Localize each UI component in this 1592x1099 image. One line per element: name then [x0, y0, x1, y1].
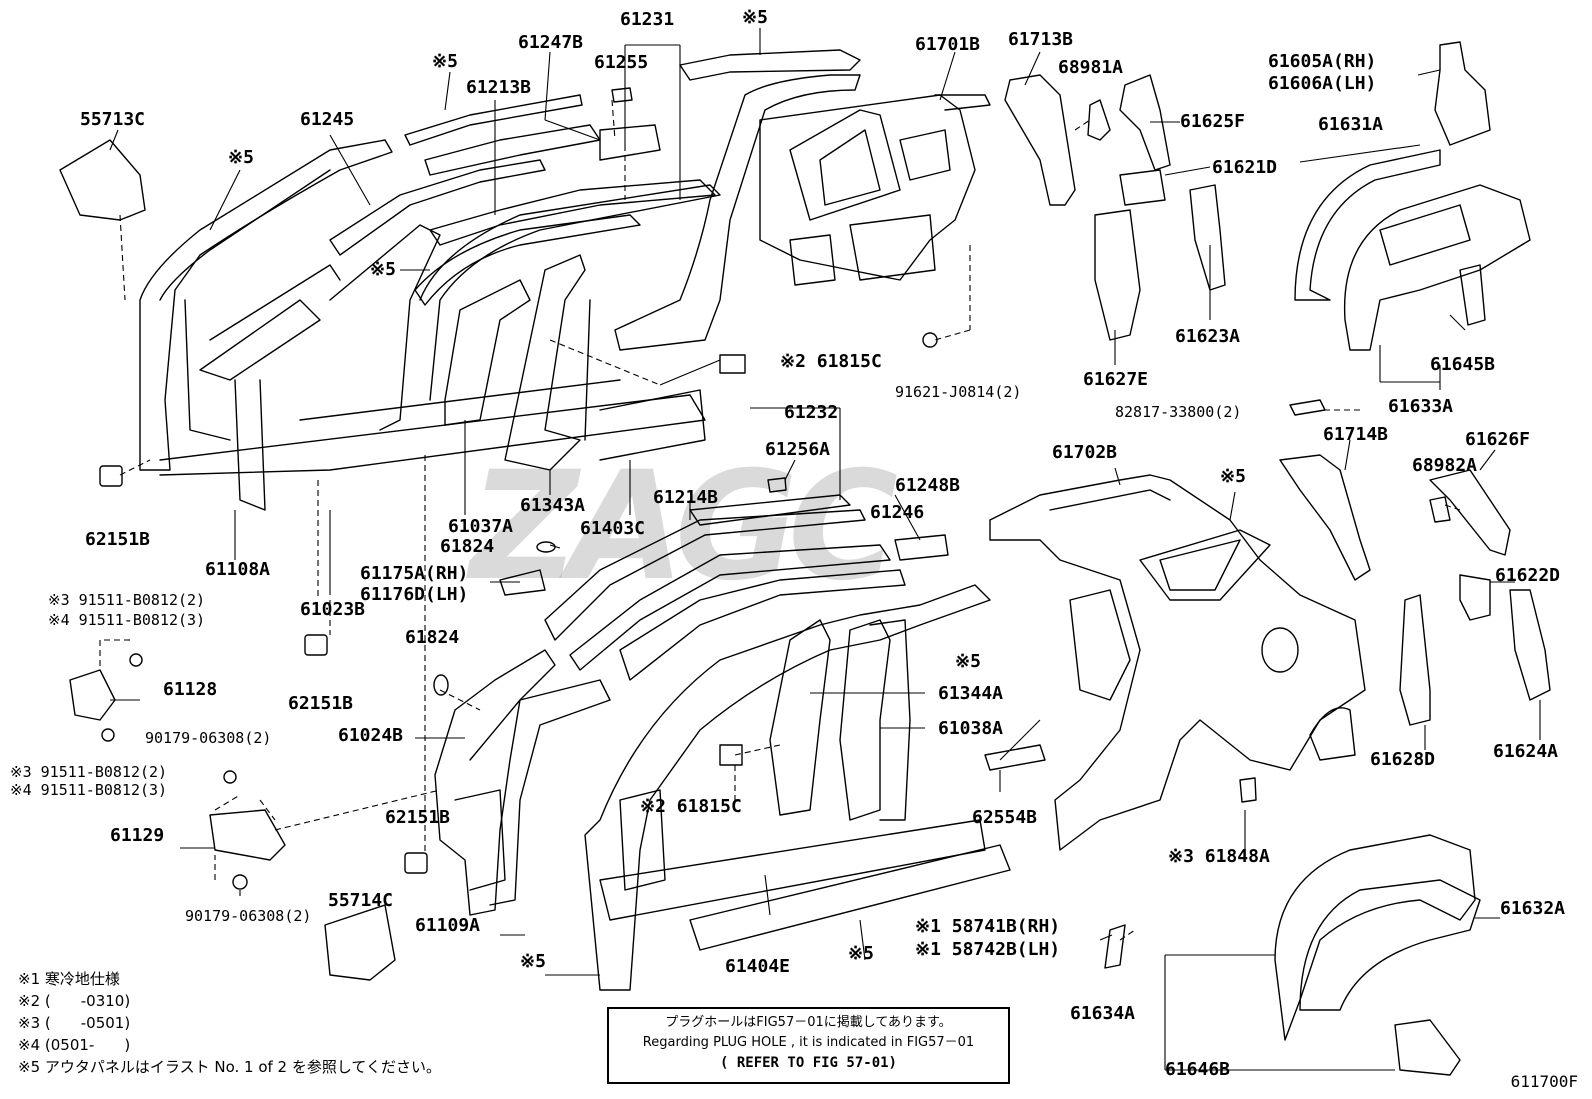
part-label[interactable]: 61232: [784, 402, 839, 423]
part-label[interactable]: 61246: [870, 502, 925, 523]
part-label[interactable]: 91621-J0814(2): [895, 383, 1022, 401]
part-label[interactable]: 61343A: [520, 495, 586, 516]
part-label[interactable]: 61037A: [448, 516, 514, 537]
part-label[interactable]: 61713B: [1008, 29, 1074, 50]
side-member-61214B: [544, 509, 866, 641]
part-label[interactable]: 61175A(RH): [360, 563, 469, 584]
part-label[interactable]: 61024B: [338, 725, 404, 746]
part-label[interactable]: 61023B: [300, 599, 366, 620]
part-label[interactable]: 68981A: [1058, 57, 1124, 78]
part-label[interactable]: 61622D: [1495, 565, 1561, 586]
note-marker: ※5: [848, 943, 874, 964]
reference-box: プラグホールはFIG57－01に掲載してあります。 Regarding PLUG…: [607, 1007, 1010, 1084]
quarter-frame-61702B: [989, 474, 1366, 851]
part-label[interactable]: ※4 91511-B0812(3): [48, 611, 206, 629]
part-label[interactable]: 61633A: [1388, 396, 1454, 417]
note-marker: ※5: [370, 259, 396, 280]
part-label[interactable]: 90179-06308(2): [145, 729, 272, 747]
footnote: ※1 寒冷地仕様: [18, 970, 120, 988]
part-label[interactable]: 62554B: [972, 807, 1038, 828]
part-label[interactable]: 62151B: [85, 529, 151, 550]
part-label[interactable]: 82817-33800(2): [1115, 403, 1242, 421]
note-marker: ※5: [228, 147, 254, 168]
part-label[interactable]: 61255: [594, 52, 649, 73]
footnote: ※3 ( -0501): [18, 1014, 131, 1032]
front-pillar-61024B: [434, 649, 556, 916]
note-marker: ※5: [520, 951, 546, 972]
part-label[interactable]: ※4 91511-B0812(3): [10, 781, 168, 799]
upper-side-frame-outline: [139, 139, 393, 471]
watermark: ZAGC: [470, 440, 898, 614]
part-label[interactable]: 61129: [110, 825, 165, 846]
part-label[interactable]: 61627E: [1083, 369, 1149, 390]
roof-rail-61247B: [404, 94, 583, 146]
part-label[interactable]: 61632A: [1500, 898, 1566, 919]
part-label[interactable]: 61256A: [765, 439, 831, 460]
footnote: ※4 (0501- ): [18, 1036, 131, 1054]
part-label[interactable]: 61109A: [415, 915, 481, 936]
part-label[interactable]: 61213B: [466, 77, 532, 98]
part-label[interactable]: 61628D: [1370, 749, 1436, 770]
part-label[interactable]: 55713C: [80, 109, 146, 130]
part-label[interactable]: 61624A: [1493, 741, 1559, 762]
wheel-house-61632A: [1274, 834, 1476, 1041]
roof-rail-61245: [329, 159, 546, 256]
part-label[interactable]: 61248B: [895, 475, 961, 496]
part-label[interactable]: 61631A: [1318, 114, 1384, 135]
part-label[interactable]: 61344A: [938, 683, 1004, 704]
part-label[interactable]: 61625F: [1180, 111, 1246, 132]
part-label[interactable]: 61247B: [518, 32, 584, 53]
part-label[interactable]: ※1 58742B(LH): [915, 939, 1061, 960]
note-marker: ※5: [742, 7, 768, 28]
part-label[interactable]: ※2 61815C: [780, 351, 882, 372]
figure-number: 611700F: [1510, 1072, 1578, 1091]
part-label[interactable]: 61605A(RH): [1268, 51, 1377, 72]
part-label[interactable]: 61108A: [205, 559, 271, 580]
part-label[interactable]: 55714C: [328, 890, 394, 911]
part-label[interactable]: 62151B: [288, 693, 354, 714]
part-label[interactable]: ※3 91511-B0812(2): [48, 591, 206, 609]
part-label[interactable]: 61245: [300, 109, 355, 130]
part-label[interactable]: ※3 61848A: [1168, 846, 1270, 867]
part-label[interactable]: 61606A(LH): [1268, 73, 1377, 94]
part-label[interactable]: ※2 61815C: [640, 796, 742, 817]
part-label[interactable]: 61231: [620, 9, 675, 30]
reference-text-jp: プラグホールはFIG57－01に掲載してあります。: [665, 1015, 952, 1030]
part-label[interactable]: 61038A: [938, 718, 1004, 739]
part-label[interactable]: 61626F: [1465, 429, 1531, 450]
note-marker: ※5: [432, 51, 458, 72]
part-label[interactable]: 68982A: [1412, 455, 1478, 476]
part-label[interactable]: 61404E: [725, 956, 791, 977]
quarter-frame-61701B: [614, 74, 861, 351]
note-marker: ※5: [1220, 466, 1246, 487]
part-label[interactable]: 61214B: [653, 487, 719, 508]
part-label[interactable]: 61621D: [1212, 157, 1278, 178]
part-label[interactable]: 61702B: [1052, 442, 1118, 463]
part-label[interactable]: 61701B: [915, 34, 981, 55]
part-label[interactable]: ※1 58741B(RH): [915, 916, 1061, 937]
part-label[interactable]: 61714B: [1323, 424, 1389, 445]
note-marker: ※5: [955, 651, 981, 672]
wheel-house-61631A: [1294, 149, 1441, 301]
part-label[interactable]: 61646B: [1165, 1059, 1231, 1080]
part-label[interactable]: 61403C: [580, 518, 646, 539]
part-label[interactable]: 90179-06308(2): [185, 907, 312, 925]
footnote: ※2 ( -0310): [18, 992, 131, 1010]
part-label[interactable]: 62151B: [385, 807, 451, 828]
part-label[interactable]: 61634A: [1070, 1003, 1136, 1024]
part-label[interactable]: 61176D(LH): [360, 584, 469, 605]
part-label[interactable]: ※3 91511-B0812(2): [10, 763, 168, 781]
part-label[interactable]: 61623A: [1175, 326, 1241, 347]
reference-text-en: Regarding PLUG HOLE , it is indicated in…: [642, 1035, 975, 1050]
part-label[interactable]: 61128: [163, 679, 218, 700]
part-label[interactable]: 61645B: [1430, 354, 1496, 375]
footnote: ※5 アウタパネルはイラスト No. 1 of 2 を参照してください。: [18, 1058, 441, 1076]
reference-link[interactable]: ( REFER TO FIG 57-01): [719, 1055, 897, 1071]
part-label[interactable]: 61824: [405, 627, 460, 648]
part-label[interactable]: 61824: [440, 536, 495, 557]
